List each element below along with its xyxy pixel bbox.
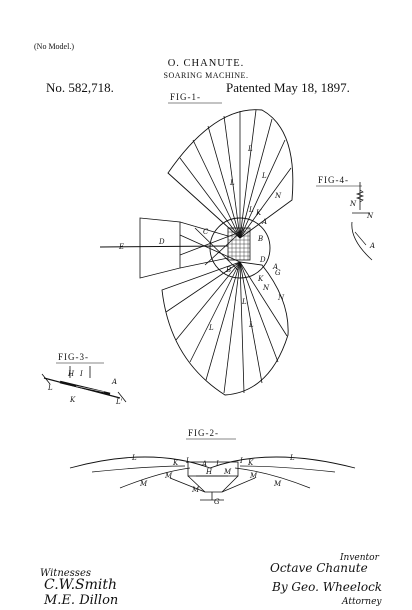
svg-text:A: A <box>261 218 267 226</box>
svg-text:L: L <box>247 145 253 153</box>
svg-text:L: L <box>261 172 267 180</box>
svg-text:B: B <box>225 266 231 274</box>
svg-text:N: N <box>274 192 282 200</box>
svg-text:A: A <box>111 378 117 386</box>
witness-1-signature: C.W.Smith <box>44 577 117 593</box>
svg-text:N: N <box>277 294 285 302</box>
svg-text:L: L <box>131 454 137 462</box>
svg-text:A: A <box>272 263 278 271</box>
svg-text:K: K <box>172 459 179 467</box>
svg-text:L: L <box>248 206 254 214</box>
svg-text:L: L <box>248 321 254 329</box>
svg-text:L: L <box>208 324 214 332</box>
svg-text:K: K <box>255 209 262 217</box>
inventor-signature: Octave Chanute <box>270 561 368 575</box>
fig3-reference-letters: H I L K A L' <box>47 370 123 406</box>
svg-text:L: L <box>229 179 235 187</box>
svg-text:L': L' <box>115 398 123 406</box>
fig1-reference-letters: L L L N K L A B C D E B D G K A N L L N … <box>118 145 285 332</box>
svg-text:B: B <box>257 235 263 243</box>
invention-title: SOARING MACHINE. <box>163 71 249 80</box>
svg-text:L: L <box>241 298 247 306</box>
fig3-label: FIG-3- <box>58 352 89 362</box>
patent-number: No. 582,718. <box>46 80 114 95</box>
svg-text:A: A <box>369 242 375 250</box>
svg-text:K: K <box>69 396 76 404</box>
inventor-name: O. CHANUTE. <box>167 58 245 69</box>
fig2-label: FIG-2- <box>188 428 219 438</box>
fig4-drawing: FIG-4- <box>316 175 373 261</box>
svg-text:D: D <box>158 238 165 246</box>
attorney-label: Attorney <box>341 597 382 607</box>
svg-text:I: I <box>185 457 189 465</box>
fig4-reference-letters: N N A <box>349 200 375 250</box>
svg-text:M: M <box>164 472 173 480</box>
svg-text:A: A <box>201 460 207 468</box>
svg-text:H: H <box>205 468 213 476</box>
svg-text:G: G <box>214 498 220 506</box>
fig2-drawing: FIG-2- <box>69 428 356 501</box>
svg-text:M: M <box>223 468 232 476</box>
fig3-drawing: FIG-3- <box>41 352 127 403</box>
svg-text:L: L <box>289 454 295 462</box>
svg-text:N: N <box>366 212 374 220</box>
svg-text:M: M <box>139 480 148 488</box>
svg-text:I: I <box>239 457 243 465</box>
signature-block: Witnesses C.W.Smith M.E. Dillon Inventor… <box>40 553 382 608</box>
svg-text:I: I <box>215 460 219 468</box>
svg-text:K: K <box>257 275 264 283</box>
witness-2-signature: M.E. Dillon <box>43 593 118 608</box>
svg-text:E: E <box>118 243 124 251</box>
attorney-signature: By Geo. Wheelock <box>271 580 382 594</box>
fig1-drawing: FIG-1- <box>99 92 294 396</box>
fig2-reference-letters: L L K I A I I K M M M M H M G M <box>131 454 295 506</box>
svg-text:N: N <box>349 200 357 208</box>
no-model-note: (No Model.) <box>34 42 74 51</box>
svg-text:M: M <box>249 472 258 480</box>
svg-text:N: N <box>262 284 270 292</box>
fig4-label: FIG-4- <box>318 175 349 185</box>
svg-text:M: M <box>273 480 282 488</box>
patent-date: Patented May 18, 1897. <box>226 80 350 95</box>
svg-text:M: M <box>191 486 200 494</box>
fig1-label: FIG-1- <box>170 92 201 102</box>
svg-text:H: H <box>67 370 75 378</box>
svg-text:K: K <box>247 459 254 467</box>
svg-text:G: G <box>275 269 281 277</box>
svg-text:C: C <box>203 228 209 236</box>
svg-text:I: I <box>79 370 83 378</box>
svg-text:L: L <box>47 384 53 392</box>
inventor-label: Inventor <box>339 553 380 563</box>
svg-text:D: D <box>259 256 266 264</box>
witnesses-label: Witnesses <box>40 568 91 579</box>
